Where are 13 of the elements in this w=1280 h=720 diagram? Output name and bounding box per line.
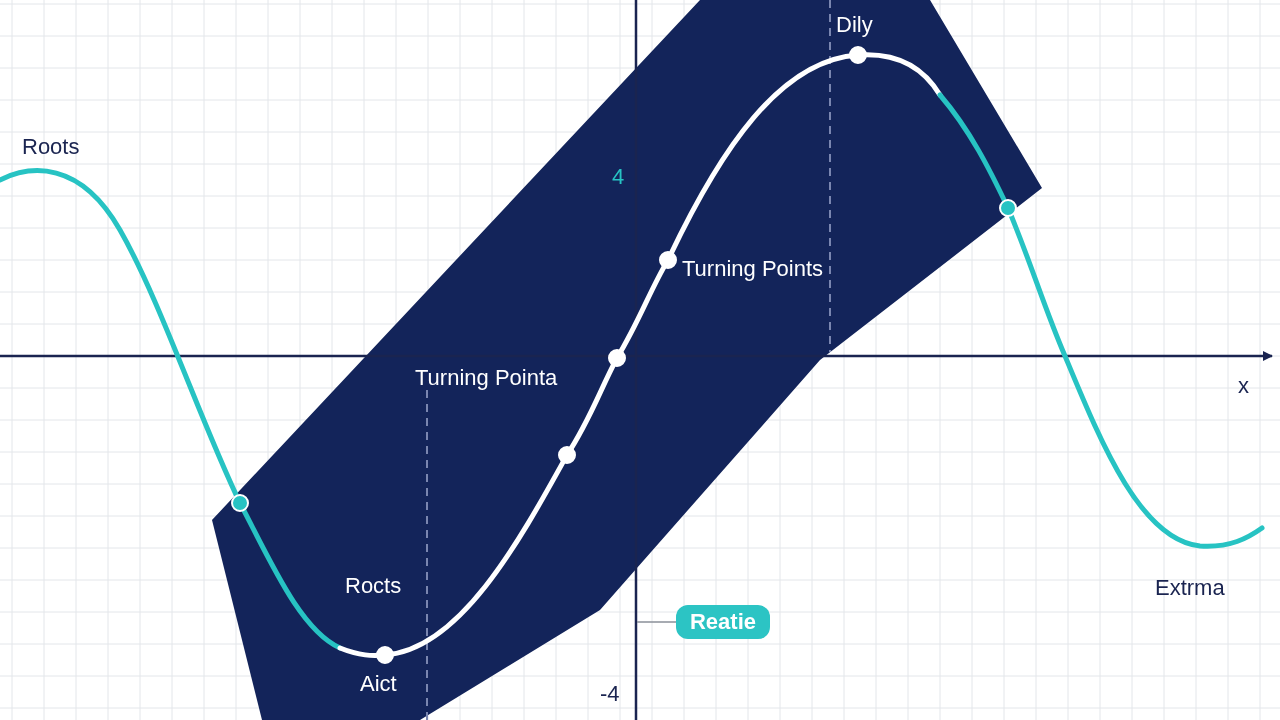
curve-label: Extrma (1155, 577, 1225, 599)
point-label: Dily (836, 14, 873, 36)
curve-label: Roots (22, 136, 80, 158)
tick-label: -4 (600, 683, 620, 705)
y-axis (634, 0, 638, 720)
leader-line (636, 621, 677, 623)
label-pill: Reatie (676, 605, 770, 639)
point-label: Turning Points (682, 258, 824, 280)
point-label: Rocts (345, 575, 402, 597)
point-label: Aict (360, 673, 397, 695)
point-label: Turning Pointa (415, 367, 558, 389)
axis-label: x (1238, 375, 1249, 397)
tick-label: 4 (612, 166, 625, 188)
